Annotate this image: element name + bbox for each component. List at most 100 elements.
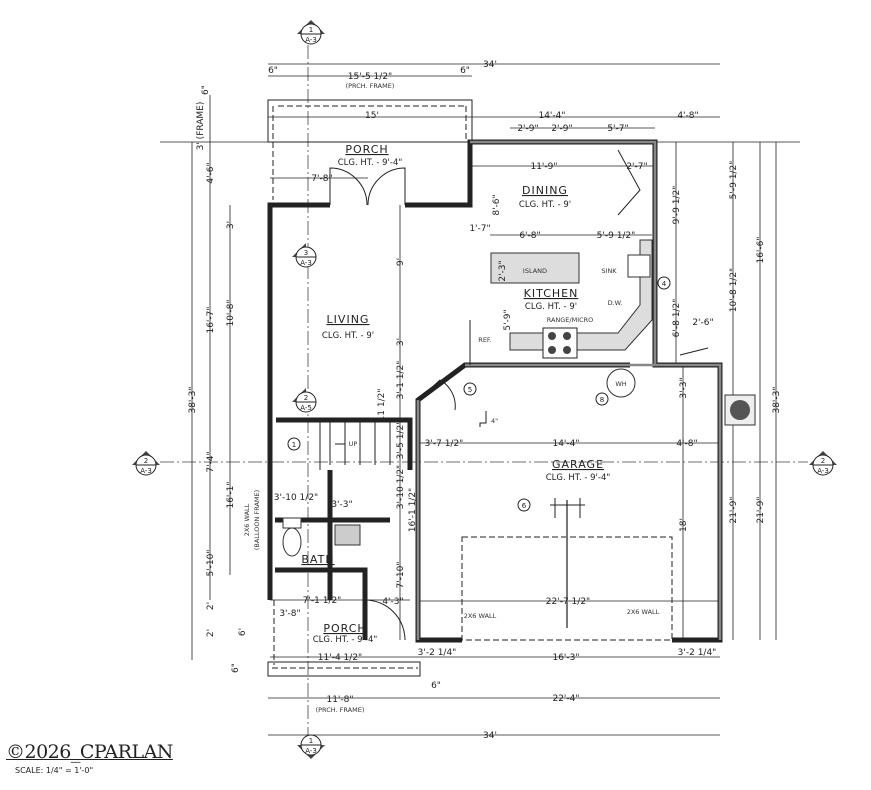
dimension-label: 3'-2 1/4" — [418, 648, 457, 658]
dimension-label: 3'-3" — [331, 500, 352, 510]
section-marker: 2A-3 — [809, 451, 837, 476]
dimension-label: 10'-8 1/2" — [729, 268, 739, 312]
dimension-label: 7'-8" — [311, 174, 332, 184]
svg-text:A-3: A-3 — [305, 36, 317, 44]
dimension-label: 4'-3" — [382, 597, 403, 607]
kitchen-ceiling: CLG. HT. - 9' — [525, 302, 577, 312]
porch-side-ceiling: CLG. HT. - 9'-4" — [313, 635, 378, 645]
step-note: 4" — [491, 417, 498, 425]
dimension-label: 6" — [268, 66, 278, 76]
dimension-label: 5'-9 1/2" — [729, 161, 739, 200]
dimension-label: 5'-7" — [607, 124, 628, 134]
dimension-label: 16'-1 1/2" — [408, 488, 418, 532]
dimension-label: 2'-6" — [692, 318, 713, 328]
svg-text:A-3: A-3 — [305, 747, 317, 755]
dimension-label: 22'-4" — [552, 694, 579, 704]
dimension-label: 15'-5 1/2" — [348, 72, 392, 82]
walls — [267, 139, 723, 643]
porch-frame-note-top: (PRCH. FRAME) — [346, 82, 395, 90]
dimension-label: 2' — [206, 602, 216, 610]
porch-frame-note-bottom: (PRCH. FRAME) — [316, 706, 365, 714]
wall-note-right: 2X6 WALL — [627, 608, 660, 616]
centerlines — [160, 45, 808, 735]
section-marker: 3A-3 — [292, 243, 317, 268]
garage-fixtures — [461, 411, 673, 641]
key-note: 6 — [522, 502, 527, 510]
dimension-label: 3' — [396, 338, 406, 346]
wall-note-left: 2X6 WALL — [464, 612, 497, 620]
fridge-label: REF. — [478, 336, 491, 344]
dimension-label: 22'-7 1/2" — [546, 597, 590, 607]
sink — [627, 254, 651, 278]
dimension-label: 3'-5 1/2" — [396, 421, 406, 460]
dimension-label: 3'-8" — [279, 609, 300, 619]
dimension-label: 8'-6" — [492, 194, 502, 215]
dimension-label: 16'-3" — [552, 653, 579, 663]
dimension-label: 21'-9" — [729, 496, 739, 523]
dimension-label: 15' — [365, 111, 379, 121]
island — [490, 252, 580, 284]
balloon-note-2: (BALLOON FRAME) — [253, 490, 261, 550]
dimension-label: 16'-1" — [226, 481, 236, 508]
porch-front-ceiling: CLG. HT. - 9'-4" — [338, 158, 403, 168]
room-dining: DINING — [522, 184, 568, 197]
living-ceiling: CLG. HT. - 9' — [322, 331, 374, 341]
dimension-label: 3'-1 1/2" — [396, 361, 406, 400]
dimension-label: 5'-9 1/2" — [597, 231, 636, 241]
dimension-label: 6" — [460, 66, 470, 76]
dimension-label: 6'-8" — [519, 231, 540, 241]
section-marker: 2A-5 — [292, 388, 317, 413]
room-garage: GARAGE — [552, 458, 604, 471]
toilet — [282, 527, 302, 557]
dimension-label: 6" — [431, 681, 441, 691]
svg-text:2: 2 — [304, 394, 308, 402]
dimension-label: 14'-4" — [538, 111, 565, 121]
key-note: 4 — [662, 280, 667, 288]
dimension-lines — [160, 63, 800, 736]
dimension-label: 1'-7" — [469, 224, 490, 234]
room-porch-side: PORCH — [323, 622, 366, 635]
dimension-label: 11'-4 1/2" — [318, 653, 362, 663]
kitchen-fixtures — [490, 239, 756, 426]
stair-up-label: UP — [349, 440, 358, 448]
key-note: 1 — [292, 441, 296, 449]
balloon-note-1: 2X6 WALL — [243, 503, 251, 536]
key-note: 5 — [468, 386, 472, 394]
dimension-label: 2' — [206, 629, 216, 637]
watermark-title: ©2026_CPARLAN — [6, 741, 173, 763]
dimension-label: 5'-9" — [503, 309, 513, 330]
dimension-label: 4'-8" — [676, 439, 697, 449]
dimension-label: 3'-7 1/2" — [425, 439, 464, 449]
fixture-labels: ISLAND SINK D.W. RANGE/MICRO REF. WH UP … — [243, 82, 660, 714]
dimension-label: 9' — [396, 258, 406, 266]
dimension-label: 38'-3" — [772, 386, 782, 413]
garage-ceiling: CLG. HT. - 9'-4" — [546, 473, 611, 483]
dimension-label: 6' — [238, 628, 248, 636]
dimension-label: 2'-7" — [626, 162, 647, 172]
svg-text:A-5: A-5 — [300, 404, 312, 412]
dimension-label: 5'-10" — [206, 549, 216, 576]
dimension-label: 3'-2 1/4" — [678, 648, 717, 658]
svg-text:A-3: A-3 — [817, 467, 829, 475]
dimension-label: 14'-4" — [552, 439, 579, 449]
dimension-label: 3'-10 1/2" — [274, 493, 318, 503]
svg-text:3: 3 — [304, 249, 308, 257]
water-heater-label: WH — [615, 380, 626, 388]
room-bath: BATH — [301, 553, 334, 566]
range-label: RANGE/MICRO — [547, 316, 594, 324]
svg-text:A-3: A-3 — [300, 259, 312, 267]
dimension-label: 7'-10" — [396, 561, 406, 588]
dimension-label: 2'-9" — [551, 124, 572, 134]
dimension-label: 34' — [483, 60, 497, 70]
key-note: 8 — [600, 396, 604, 404]
section-marker: 1A-3 — [297, 734, 325, 759]
section-markers: 1A-3 1A-3 2A-3 2A-3 3A-3 2A-5 — [132, 20, 837, 759]
island-label: ISLAND — [523, 267, 547, 275]
dimension-label: 21'-9" — [756, 496, 766, 523]
dimension-label: 16'-7" — [206, 306, 216, 333]
dimension-label: 3'-10 1/2" — [396, 465, 406, 509]
dimension-label: 4'-8" — [677, 111, 698, 121]
dimension-label: 4'-6" — [206, 162, 216, 183]
svg-text:2: 2 — [144, 457, 148, 465]
